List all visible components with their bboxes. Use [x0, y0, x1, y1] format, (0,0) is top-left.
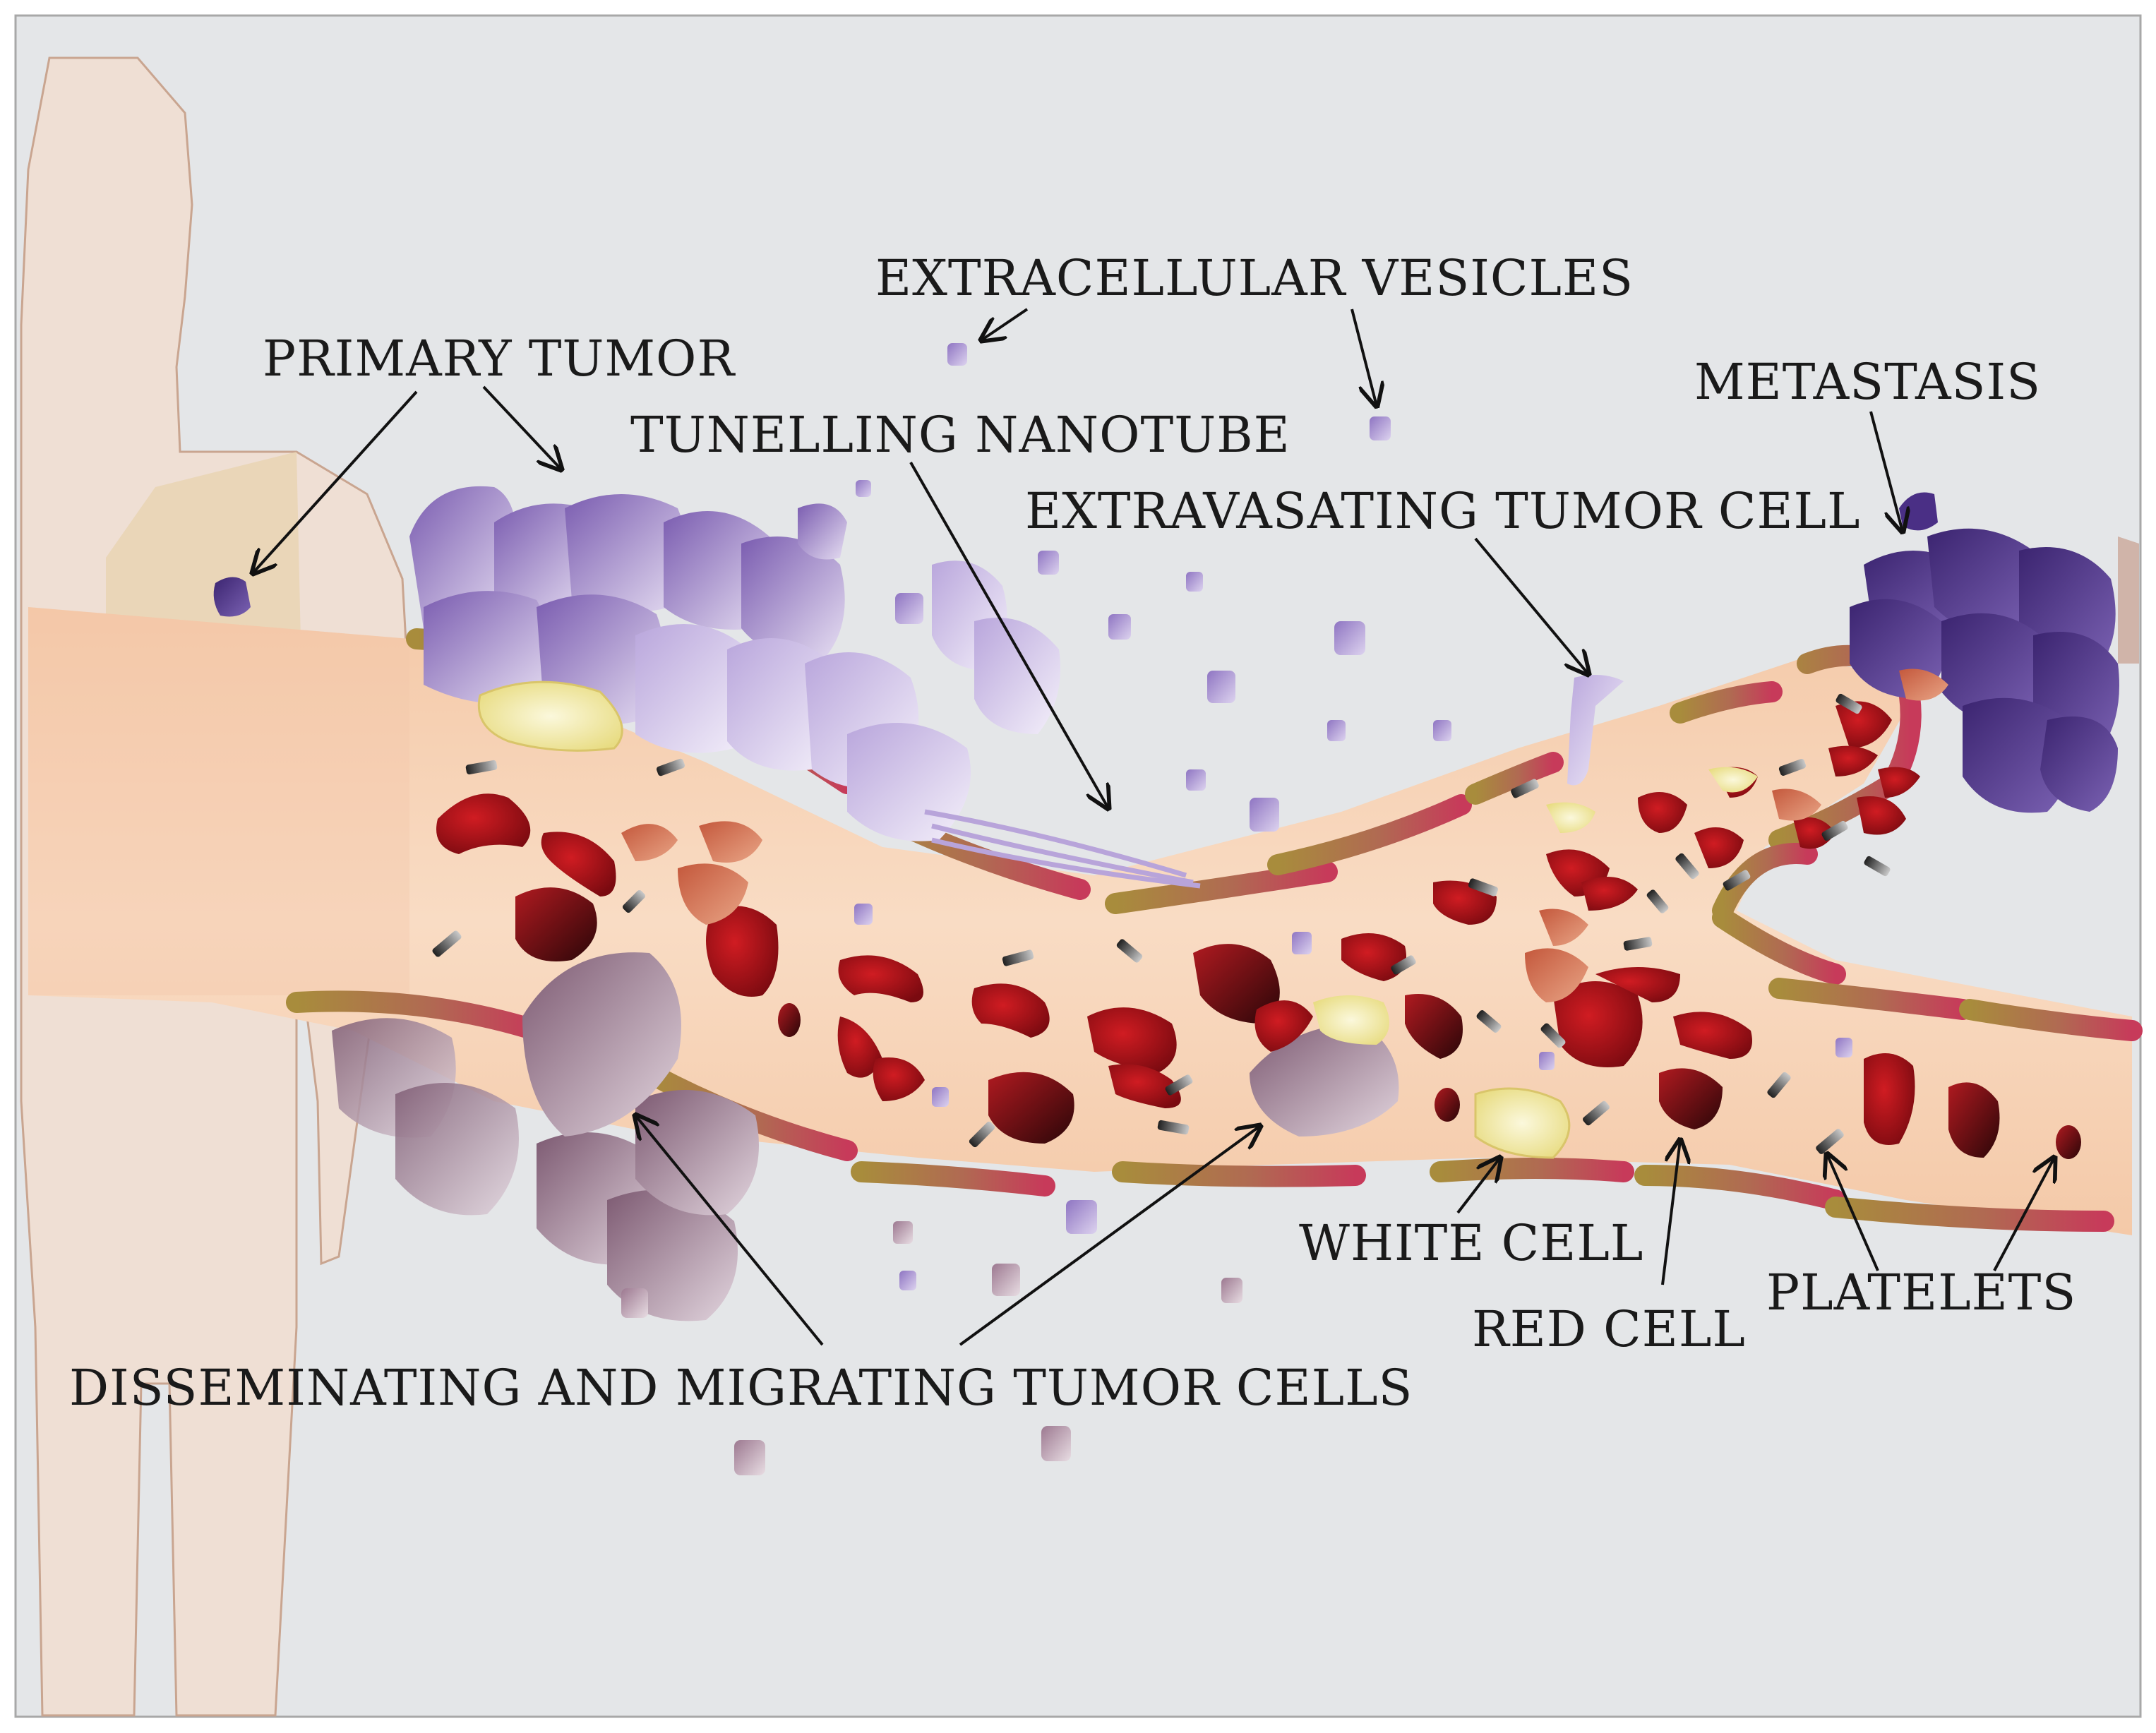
primary-tumor-site [213, 577, 251, 617]
label-extracellular-vesicles: EXTRACELLULAR VESICLES [875, 249, 1634, 307]
label-primary-tumor: PRIMARY TUMOR [263, 330, 736, 388]
platelets [432, 693, 1891, 1154]
annotation-arrows [253, 308, 2054, 1346]
metastasis-cluster [1850, 492, 2139, 813]
label-red-cell: RED CELL [1472, 1300, 1746, 1358]
primary-tumor-mass [409, 486, 1201, 889]
label-platelets: PLATELETS [1766, 1264, 2076, 1321]
white-blood-cells [477, 680, 1758, 1159]
label-white-cell: WHITE CELL [1299, 1214, 1643, 1272]
label-disseminating-tumor-cells: DISSEMINATING AND MIGRATING TUMOR CELLS [69, 1359, 1413, 1417]
label-metastasis: METASTASIS [1694, 353, 2041, 411]
body-tissue-overlay [28, 607, 409, 995]
vessel-wall-lower [286, 843, 2143, 1232]
label-extravasating-tumor-cell: EXTRAVASATING TUMOR CELL [1025, 482, 1861, 540]
disseminating-tumor-cluster [332, 952, 1399, 1321]
extravasating-tumor-cell [1567, 675, 1624, 786]
red-blood-cells [436, 668, 2081, 1159]
extracellular-vesicles [621, 343, 1852, 1475]
label-tunelling-nanotube: TUNELLING NANOTUBE [630, 406, 1290, 464]
